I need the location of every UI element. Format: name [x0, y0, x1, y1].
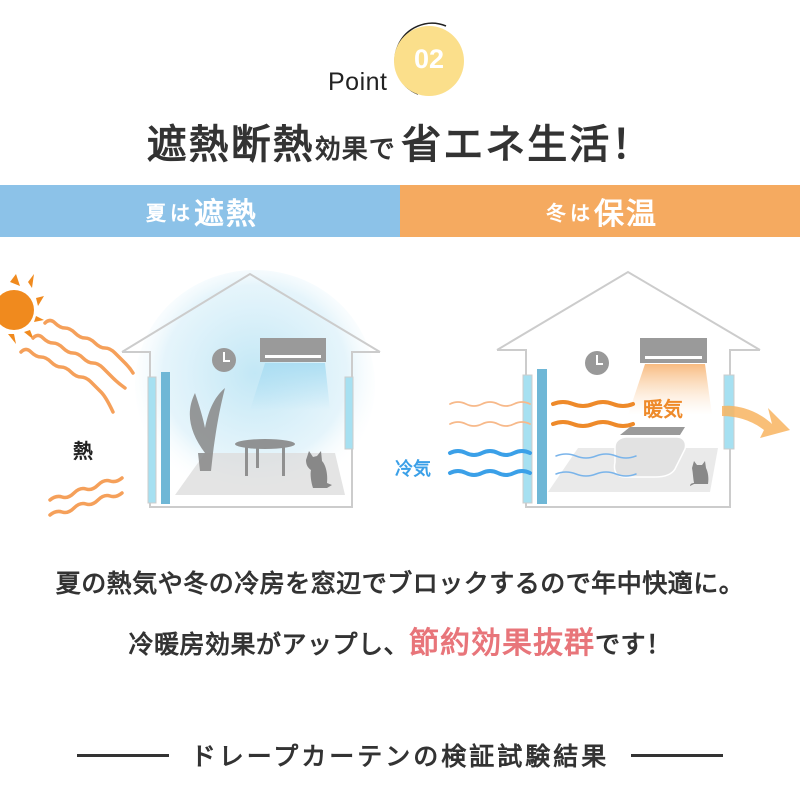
- table-icon: [235, 439, 295, 476]
- winter-illustration: 暖気 冷気: [395, 260, 800, 520]
- clock-icon: [212, 348, 236, 372]
- heat-label: 熱: [73, 439, 93, 463]
- description-line-1: 夏の熱気や冬の冷房を窓辺でブロックするので年中快適に。: [55, 569, 745, 598]
- house-outline: [496, 270, 761, 508]
- cold-waves: [448, 449, 532, 477]
- badge-label: Point: [328, 68, 388, 96]
- point-badge: Point 02: [326, 22, 476, 102]
- sofa-icon: [613, 427, 687, 478]
- page-title: 遮熱断熱効果で 省エネ生活！: [0, 112, 800, 170]
- air-conditioner-icon: [250, 338, 330, 410]
- warm-air-label: 暖気: [643, 397, 683, 421]
- description-highlight: 節約効果抜群: [409, 626, 595, 661]
- badge-number: 02: [413, 44, 445, 74]
- winter-main: 保温: [594, 197, 658, 232]
- heat-waves: [19, 318, 135, 517]
- plant-icon: [189, 388, 225, 471]
- title-part-1: 遮熱断熱: [146, 122, 315, 168]
- cold-air-label: 冷気: [395, 459, 431, 480]
- winter-banner: 冬 は 保温: [400, 185, 800, 237]
- heading-rule-left: [76, 753, 169, 757]
- inside-cold-waves: [555, 453, 637, 477]
- arrow-out-icon: [722, 405, 790, 438]
- section-heading: ドレープカーテンの検証試験結果: [0, 735, 800, 775]
- winter-prefix: 冬: [546, 200, 566, 225]
- summer-banner: 夏 は 遮熱: [0, 185, 400, 237]
- sun-icon: [0, 274, 44, 344]
- summer-main: 遮熱: [194, 197, 258, 232]
- section-heading-text: ドレープカーテンの検証試験結果: [190, 742, 610, 771]
- warm-waves: [551, 400, 635, 428]
- summer-prefix: 夏: [146, 200, 166, 225]
- badge-circle: [394, 26, 464, 96]
- summer-particle: は: [170, 200, 190, 225]
- outside-warm-waves: [449, 401, 531, 427]
- winter-particle: は: [570, 200, 590, 225]
- summer-illustration: 熱: [0, 260, 400, 520]
- clock-icon: [585, 351, 609, 375]
- cat-icon: [690, 461, 709, 486]
- heading-rule-right: [631, 753, 724, 757]
- description-line-2-pre: 冷暖房効果がアップし、: [128, 630, 409, 659]
- title-part-2: 効果で: [314, 135, 396, 165]
- dog-icon: [306, 451, 332, 488]
- house-outline: [121, 272, 381, 508]
- title-part-3: 省エネ生活！: [401, 122, 654, 168]
- description-line-2: 冷暖房効果がアップし、節約効果抜群です！: [0, 618, 800, 662]
- air-conditioner-icon: [628, 338, 712, 415]
- description-line-2-post: です！: [595, 630, 672, 659]
